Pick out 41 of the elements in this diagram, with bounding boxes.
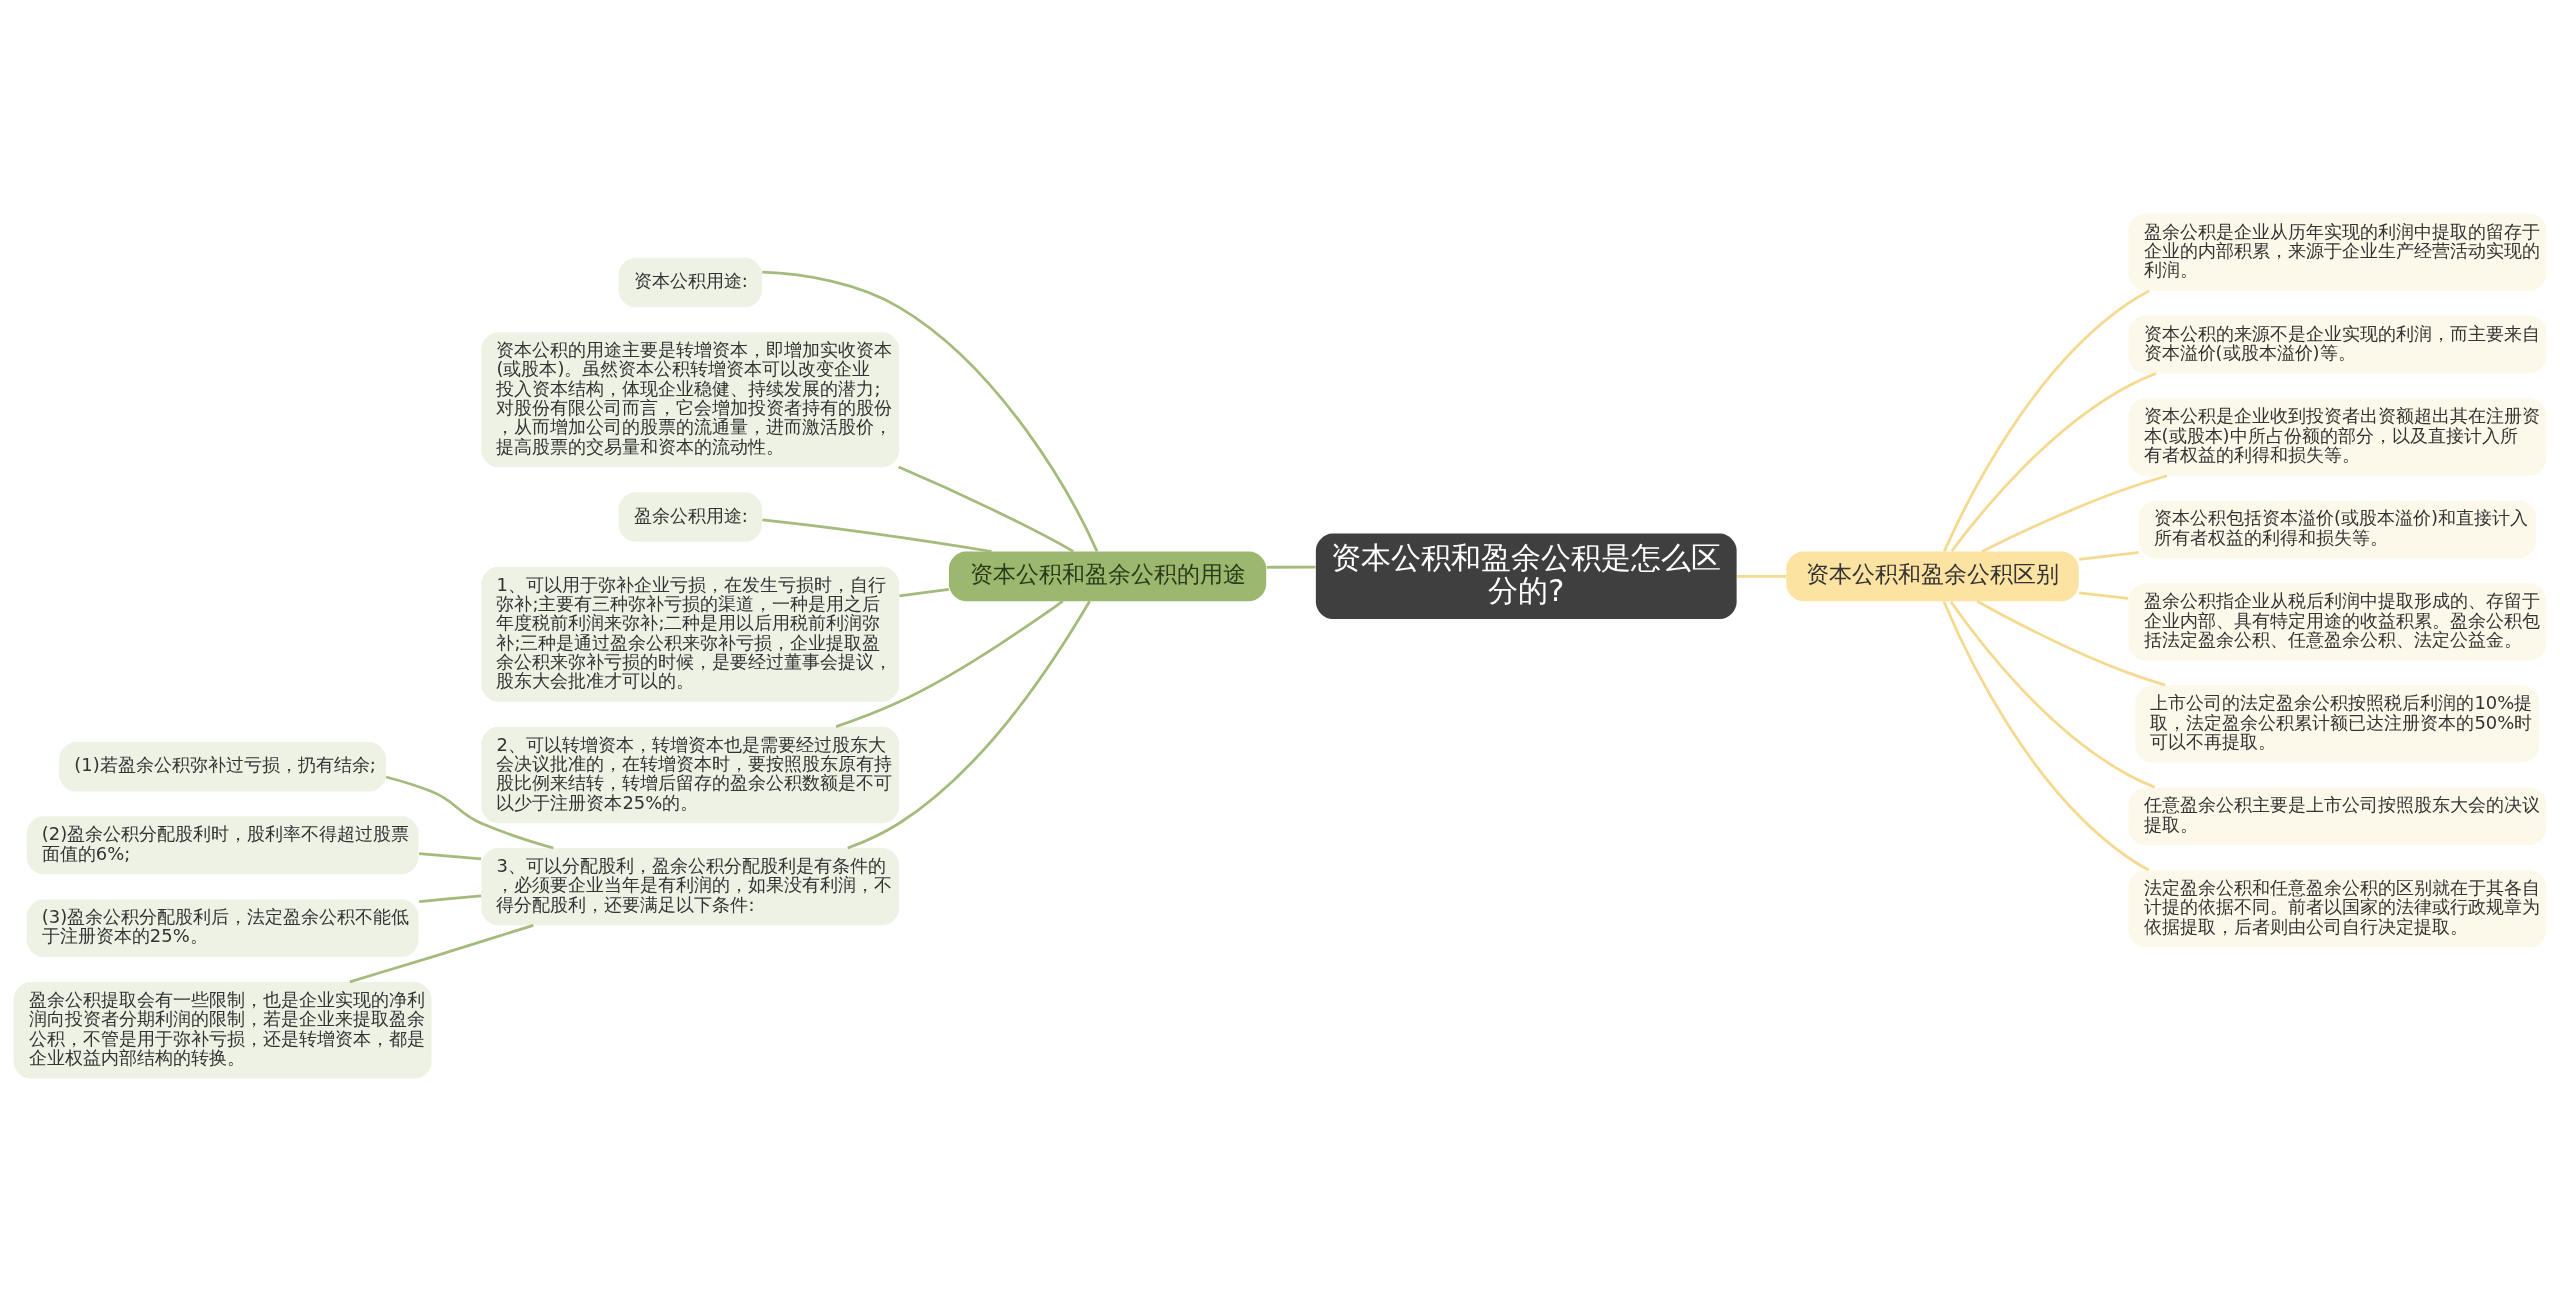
- node-box: 法定盈余公积和任意盈余公积的区别就在于其各自计提的依据不同。前者以国家的法律或行政规章为依据提取，后者则由公司自行决定提取。: [2128, 869, 2547, 947]
- node-box: 盈余公积指企业从税后利润中提取形成的、存留于企业内部、具有特定用途的收益积累。盈余公积包括法定盈余公积、任意盈余公积、法定公益金。: [2128, 582, 2547, 660]
- connector: [1943, 289, 2150, 552]
- node-box: 资本公积和盈余公积是怎么区分的?: [1315, 533, 1737, 619]
- connector: [1949, 600, 2156, 788]
- connector: [349, 923, 534, 983]
- connector: [2078, 590, 2129, 600]
- node-box: 资本公积的来源不是企业实现的利润，而主要来自资本溢价(或股本溢价)等。: [2128, 315, 2547, 374]
- node-box: 盈余公积用途:: [618, 491, 762, 542]
- node-box: 资本公积的用途主要是转增资本，即增加实收资本(或股本)。虽然资本公积转增资本可以改变企业投入资本结构，体现企业稳健、持续发展的潜力;对股份有限公司而言，它会增加投资者持有的股份，从而增加公司的股票的流通量，进而激活股价，提高股票的交易量和资本的流动性。: [481, 331, 900, 467]
- node-box: 2、可以转增资本，转增资本也是需要经过股东大会决议批准的，在转增资本时，要按照股东原有持股比例来结转，转增后留存的盈余公积数额是不可以少于注册资本25%的。: [481, 726, 900, 823]
- node-box: 任意盈余公积主要是上市公司按照股东大会的决议提取。: [2128, 786, 2547, 845]
- node-box: 盈余公积是企业从历年实现的利润中提取的留存于企业的内部积累，来源于企业生产经营活动实现的利润。: [2128, 213, 2547, 291]
- connector: [1976, 599, 2166, 686]
- connector: [2078, 550, 2139, 561]
- node-box: 3、可以分配股利，盈余公积分配股利是有条件的，必须要企业当年是有利润的，如果没有利润，不得分配股利，还要满足以下条件:: [481, 847, 900, 925]
- connector: [385, 775, 554, 849]
- node-box: (1)若盈余公积弥补过亏损，扔有结余;: [59, 741, 387, 792]
- node-box: (2)盈余公积分配股利时，股利率不得超过股票面值的6%;: [26, 815, 419, 874]
- node-box: 盈余公积提取会有一些限制，也是企业实现的净利润向投资者分期利润的限制，若是企业来提取盈余公积，不管是用于弥补亏损，还是转增资本，都是企业权益内部结构的转换。: [13, 981, 432, 1078]
- connector: [897, 465, 1074, 553]
- connector: [1737, 574, 1786, 578]
- node-box: 资本公积是企业收到投资者出资额超出其在注册资本(或股本)中所占份额的部分，以及直接计入所有者权益的利得和损失等。: [2128, 397, 2547, 476]
- node-box: (3)盈余公积分配股利后，法定盈余公积不能低于注册资本的25%。: [26, 898, 419, 957]
- connector: [1981, 473, 2168, 553]
- connector: [1950, 371, 2157, 552]
- connector: [1942, 600, 2150, 871]
- node-box: 1、可以用于弥补企业亏损，在发生亏损时，自行弥补;主要有三种弥补亏损的渠道，一种是用之后年度税前利润来弥补;二种是用以后用税前利润弥补;三种是通过盈余公积来弥补亏损，企业提取盈余公积来弥补亏损的时候，是要经过董事会提议，股东大会批准才可以的。: [481, 566, 900, 702]
- node-box: 资本公积用途:: [618, 257, 762, 307]
- connector: [1266, 565, 1316, 569]
- node-box: 资本公积和盈余公积区别: [1786, 551, 2079, 601]
- connector: [419, 851, 482, 860]
- node-box: 资本公积包括资本溢价(或股本溢价)和直接计入所有者权益的利得和损失等。: [2138, 499, 2537, 558]
- connector: [847, 600, 1091, 849]
- connector: [762, 270, 1099, 552]
- connector: [899, 587, 949, 597]
- node-box: 上市公司的法定盈余公积按照税后利润的10%提取，法定盈余公积累计额已达注册资本的50%时可以不再提取。: [2135, 684, 2540, 763]
- node-box: 资本公积和盈余公积的用途: [948, 551, 1267, 601]
- connector: [835, 599, 1064, 728]
- connector: [762, 518, 992, 553]
- connector: [418, 894, 482, 903]
